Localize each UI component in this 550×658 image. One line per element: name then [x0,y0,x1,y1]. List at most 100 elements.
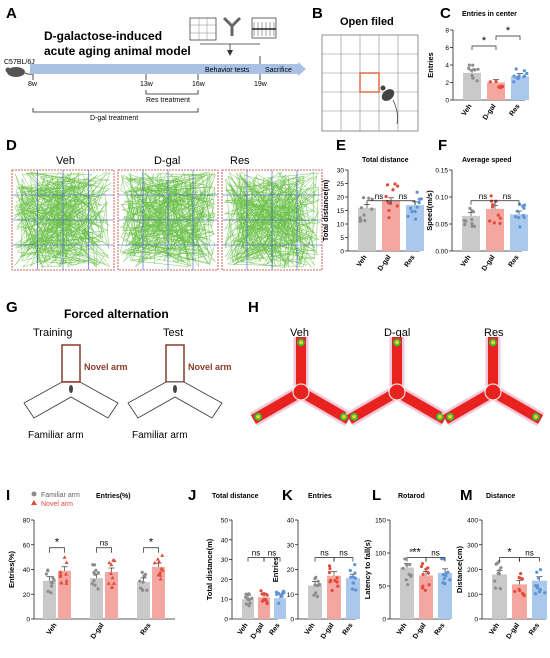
data-point [248,601,252,605]
y-tick-label: 60 [23,542,31,549]
data-point [64,581,69,585]
data-point [62,555,67,559]
data-point [111,558,116,562]
week-label-19: 19w [254,81,268,88]
y-tick-label: 80 [23,518,31,525]
bar [382,201,400,251]
y-axis-label: Entries(%) [7,550,16,588]
data-point [512,80,516,84]
data-point [521,204,525,208]
data-point [519,571,523,576]
bar [274,598,286,619]
significance-bracket [471,45,497,50]
data-point [538,588,542,592]
data-point [488,219,492,223]
data-point [327,570,332,575]
data-point [110,575,115,580]
data-point [335,576,339,580]
panel-a-letter: A [6,5,17,22]
data-point [145,588,149,592]
panel-b: B Open filed [312,5,419,132]
y-tick-label: 50 [221,518,229,525]
panel-d: D Veh D-gal Res [6,137,323,271]
panel-g: G Forced alternation Training Test Novel… [6,299,232,441]
data-point [351,575,355,579]
data-point [370,197,374,201]
y-axis-label: Total distance(m) [205,538,214,600]
data-point [525,71,529,76]
center-zone [359,72,380,93]
data-point [498,586,502,591]
panel-letter: F [438,137,447,154]
panel-letter: M [460,487,473,504]
data-point [419,564,424,569]
data-point [471,210,476,214]
heatmap-dgal [345,337,449,426]
data-point [244,595,248,599]
x-tick-label: D-gal [505,622,521,640]
x-tick-label: Res [342,622,355,637]
test-label: Test [163,327,183,339]
y-axis-label: Total distance(m) [321,179,330,241]
significance-bracket [143,547,159,553]
y-tick-label: 20 [221,577,229,584]
test-mouse-icon [173,385,177,393]
res-bracket [145,90,199,95]
y-tick-label: 200 [467,567,478,574]
significance-label: ns [479,192,487,201]
strain-label: C57BL/6J [4,59,35,66]
data-point [107,560,112,565]
open-field-icon [189,17,217,41]
x-tick-label: D-gal [90,622,106,640]
y-tick-label: 150 [375,518,386,525]
data-point [426,566,430,570]
y-tick-label: 0 [445,98,449,105]
heatmap-center [292,383,310,401]
significance-label: * [482,35,487,47]
data-point [314,591,318,595]
y-tick-label: 25 [337,181,345,188]
panel-b-title: Open filed [340,16,394,28]
panel-letter: C [440,5,451,22]
chart-title: Rotarod [398,493,425,500]
data-point [417,200,421,205]
data-point [250,596,254,600]
bar [242,599,254,619]
data-point [420,561,425,566]
data-point [58,570,63,574]
bar [438,572,452,619]
x-tick-label: Res [528,622,541,637]
data-point [92,579,96,583]
data-point [354,588,358,592]
data-point [421,586,425,590]
data-point [46,568,50,572]
data-point [336,584,340,588]
data-point [367,196,371,200]
y-tick-label: 5 [340,235,344,242]
data-point [51,575,55,580]
y-tick-label: 40 [23,567,31,574]
significance-label: * [55,537,60,549]
data-point [328,580,332,584]
data-point [407,572,411,577]
data-point [52,578,56,582]
data-point [497,572,501,576]
significance-bracket [519,557,540,562]
data-point [471,63,475,67]
chart-title: Distance [486,493,515,500]
heatmap-res [441,337,545,426]
data-point [359,218,363,222]
heatmap-hotspot-core [299,340,303,345]
training-label: Training [33,327,72,339]
y-tick-label: 8 [445,28,449,35]
data-point [488,80,492,84]
data-point [93,583,97,587]
data-point [49,591,53,595]
data-point [353,571,357,575]
data-point [522,69,526,73]
data-point [406,214,410,218]
x-tick-label: Res [434,622,447,637]
panel-letter: E [336,137,346,154]
